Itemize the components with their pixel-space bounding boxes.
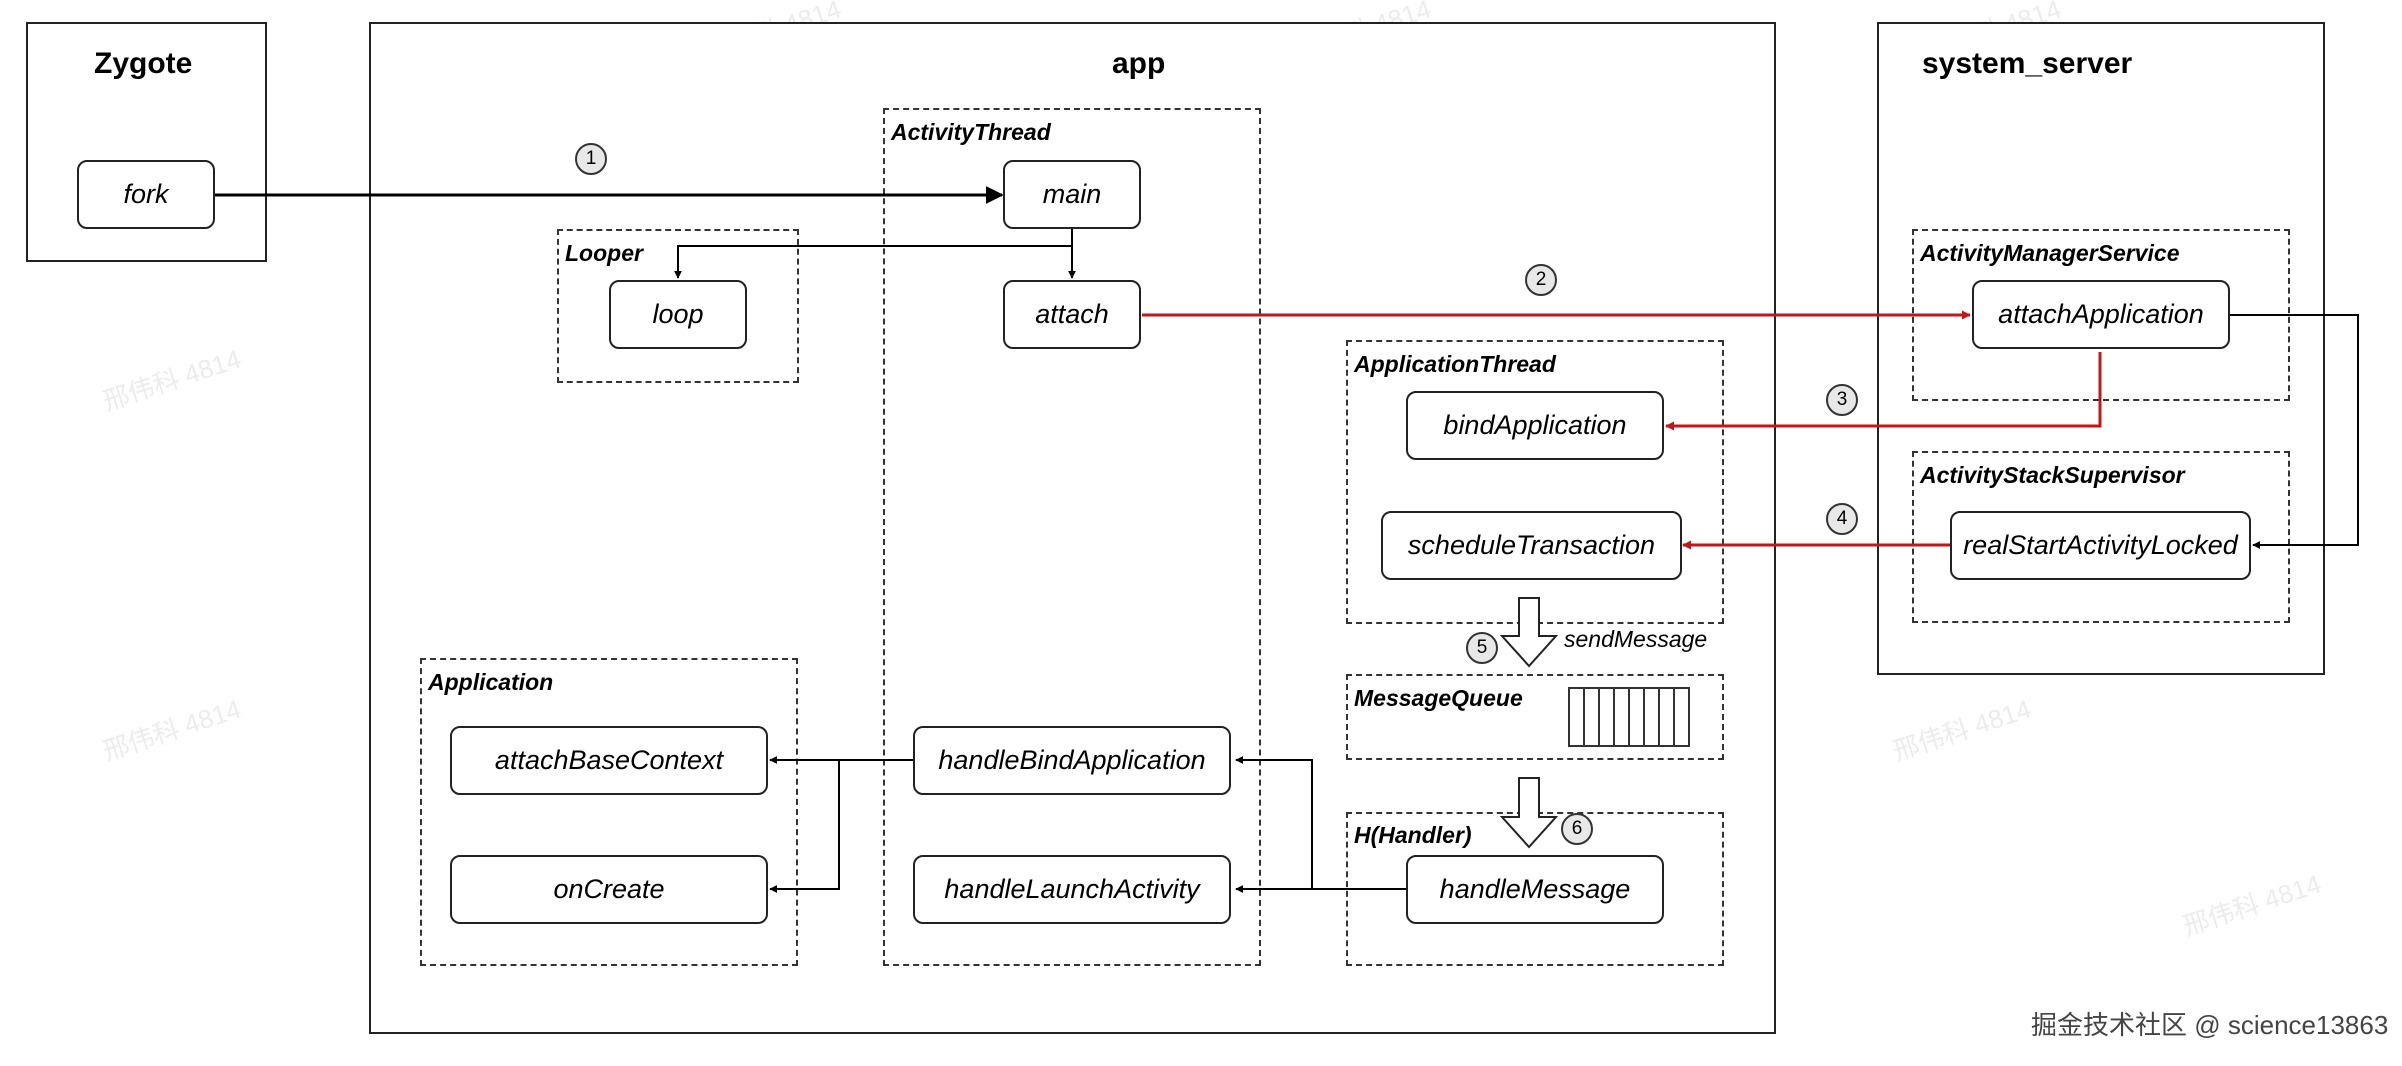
attach-application-node: attachApplication	[1972, 280, 2230, 349]
step-badge-6: 6	[1561, 813, 1593, 845]
message-queue-group	[1346, 674, 1724, 760]
watermark: 邢伟科 4814	[1889, 693, 2035, 767]
bind-application-node: bindApplication	[1406, 391, 1664, 460]
application-label: Application	[428, 669, 554, 695]
system-server-title: system_server	[1922, 47, 2133, 80]
handle-message-node: handleMessage	[1406, 855, 1664, 924]
step-badge-1: 1	[575, 143, 607, 175]
app-title: app	[1112, 47, 1166, 80]
credit-text: 掘金技术社区 @ science13863	[2031, 1010, 2389, 1040]
fork-node: fork	[77, 160, 215, 229]
activity-thread-group	[883, 108, 1261, 966]
handler-label: H(Handler)	[1354, 822, 1472, 848]
handle-launch-activity-node: handleLaunchActivity	[913, 855, 1231, 924]
activity-thread-label: ActivityThread	[891, 119, 1051, 145]
step-badge-2: 2	[1525, 264, 1557, 296]
watermark: 邢伟科 4814	[99, 693, 245, 767]
message-queue-label: MessageQueue	[1354, 685, 1523, 711]
step-badge-5: 5	[1466, 632, 1498, 664]
application-thread-group	[1346, 340, 1724, 624]
attach-node: attach	[1003, 280, 1141, 349]
watermark: 邢伟科 4814	[99, 343, 245, 417]
activity-manager-service-label: ActivityManagerService	[1920, 240, 2180, 266]
handle-bind-application-node: handleBindApplication	[913, 726, 1231, 795]
real-start-activity-locked-node: realStartActivityLocked	[1950, 511, 2251, 580]
message-queue-cells	[1568, 687, 1690, 747]
schedule-transaction-node: scheduleTransaction	[1381, 511, 1682, 580]
step-badge-4: 4	[1826, 503, 1858, 535]
looper-group	[557, 229, 799, 383]
attach-base-context-node: attachBaseContext	[450, 726, 768, 795]
on-create-node: onCreate	[450, 855, 768, 924]
application-thread-label: ApplicationThread	[1354, 351, 1556, 377]
main-node: main	[1003, 160, 1141, 229]
watermark: 邢伟科 4814	[2179, 868, 2325, 942]
looper-label: Looper	[565, 240, 643, 266]
send-message-label: sendMessage	[1564, 626, 1708, 652]
zygote-title: Zygote	[94, 47, 193, 80]
activity-stack-supervisor-label: ActivityStackSupervisor	[1920, 462, 2185, 488]
step-badge-3: 3	[1826, 384, 1858, 416]
loop-node: loop	[609, 280, 747, 349]
